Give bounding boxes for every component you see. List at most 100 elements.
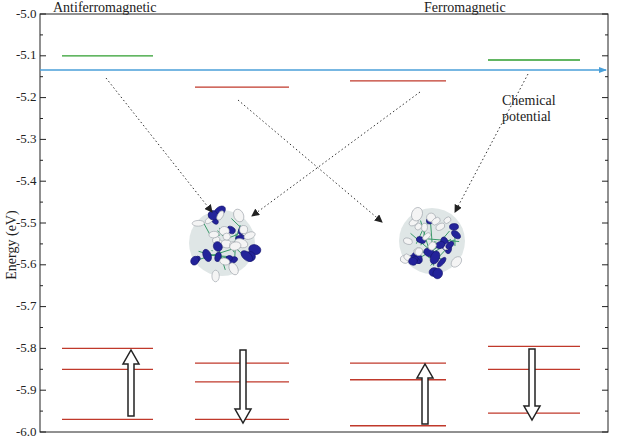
orbital-lobe — [408, 257, 418, 266]
energy-level — [350, 379, 446, 380]
orbital-lobe — [212, 240, 224, 253]
orbital-lobe — [410, 206, 425, 223]
tick-mark — [605, 76, 608, 77]
tick-mark — [605, 369, 608, 370]
tick-mark — [602, 264, 608, 265]
energy-level — [350, 425, 446, 426]
orbital-lobe — [219, 257, 230, 266]
orbital-lobe — [449, 223, 458, 230]
orbital-lobe — [403, 237, 413, 245]
energy-level — [488, 59, 580, 60]
tick-mark — [40, 411, 43, 412]
orbital-lobe — [421, 223, 428, 232]
spin-arrow — [417, 364, 433, 424]
orbital-lobe — [421, 231, 431, 241]
cage — [399, 208, 465, 274]
tick-label: -5.9 — [16, 383, 37, 398]
tick-mark — [602, 55, 608, 56]
orbital-lobe — [427, 240, 438, 251]
tick-label: -5.5 — [16, 216, 37, 231]
cage-bond — [211, 250, 212, 251]
tick-label: -5.7 — [16, 299, 37, 314]
energy-level — [62, 55, 153, 56]
tick-mark — [40, 243, 43, 244]
tick-label: -6.0 — [16, 425, 37, 440]
tick-mark — [605, 160, 608, 161]
tick-label: -5.3 — [16, 132, 37, 147]
tick-mark — [605, 118, 608, 119]
orbital-lobe — [209, 231, 219, 238]
tick-label: -5.8 — [16, 341, 37, 356]
tick-mark — [40, 306, 46, 307]
tick-mark — [40, 14, 46, 15]
tick-mark — [40, 97, 46, 98]
tick-mark — [40, 390, 46, 391]
tick-label: -5.6 — [16, 257, 37, 272]
tick-mark — [602, 223, 608, 224]
orbital-lobe — [239, 249, 255, 264]
tick-mark — [40, 76, 43, 77]
tick-mark — [40, 369, 43, 370]
plot-frame — [40, 14, 608, 432]
orbital-picture — [189, 204, 262, 282]
tick-mark — [602, 432, 608, 433]
orbital-lobe — [239, 225, 247, 234]
cage-bond — [204, 223, 210, 234]
tick-mark — [40, 139, 46, 140]
cage-bond — [454, 237, 455, 246]
tick-mark — [602, 139, 608, 140]
tick-mark — [602, 97, 608, 98]
tick-mark — [40, 432, 46, 433]
tick-label: -5.0 — [16, 7, 37, 22]
column-title: Antiferromagnetic — [53, 0, 156, 16]
tick-mark — [605, 285, 608, 286]
spin-arrow — [123, 350, 139, 416]
orbital-lobe — [443, 216, 452, 225]
orbital-lobe — [215, 210, 225, 222]
tick-mark — [40, 264, 46, 265]
orbital-lobe — [212, 270, 220, 282]
orbital-lobe — [232, 207, 246, 223]
tick-label: -5.1 — [16, 48, 37, 63]
tick-mark — [40, 55, 46, 56]
orbital-lobe — [430, 216, 441, 227]
leader-line — [252, 92, 420, 216]
tick-mark — [40, 34, 43, 35]
orbital-lobe — [450, 229, 462, 241]
tick-label: -5.2 — [16, 90, 37, 105]
energy-level — [62, 419, 153, 420]
spin-arrow — [524, 349, 540, 420]
orbital-lobe — [189, 255, 200, 267]
leader-line — [238, 100, 382, 222]
orbital-lobe — [192, 220, 204, 226]
spin-arrows — [123, 349, 540, 424]
tick-label: -5.4 — [16, 174, 37, 189]
tick-mark — [40, 285, 43, 286]
tick-mark — [605, 411, 608, 412]
tick-mark — [602, 181, 608, 182]
tick-mark — [605, 202, 608, 203]
spin-arrow — [235, 350, 251, 423]
tick-mark — [40, 118, 43, 119]
energy-level — [62, 369, 153, 370]
orbital-lobe — [414, 222, 423, 231]
leader-line — [106, 78, 212, 212]
orbital-lobe — [201, 248, 213, 263]
tick-mark — [605, 34, 608, 35]
axis-ticks — [40, 14, 608, 432]
line-label: Chemical potential — [502, 93, 584, 125]
orbital-lobe — [449, 255, 464, 270]
tick-mark — [40, 202, 43, 203]
tick-mark — [602, 348, 608, 349]
tick-mark — [605, 327, 608, 328]
tick-mark — [602, 14, 608, 15]
axis-title: Energy (eV) — [4, 210, 20, 279]
orbital-lobe — [229, 241, 242, 252]
chemical-potential-line — [40, 69, 606, 70]
tick-mark — [40, 327, 43, 328]
tick-mark — [40, 181, 46, 182]
orbital-lobe — [223, 233, 231, 240]
tick-mark — [602, 306, 608, 307]
orbital-lobe — [436, 256, 448, 268]
